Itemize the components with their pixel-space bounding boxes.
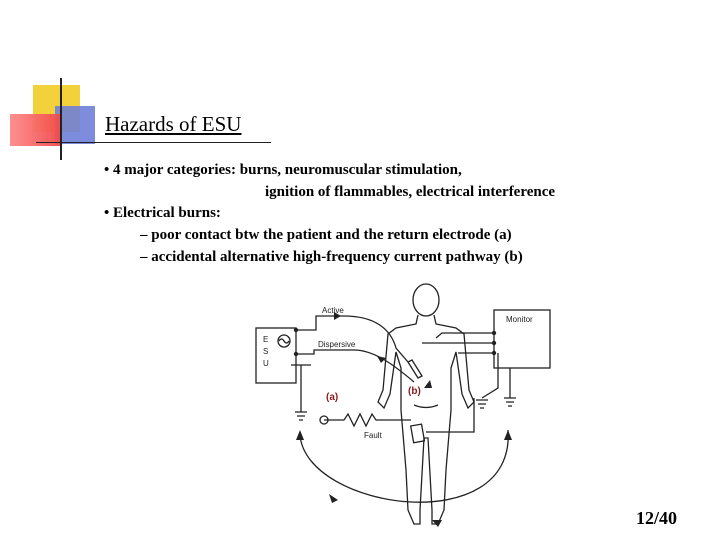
esu-capacitor [291, 364, 311, 388]
active-label: Active [322, 306, 344, 315]
fault-node [319, 415, 329, 425]
fault-label: Fault [364, 431, 383, 440]
monitor-lead-1 [435, 332, 494, 339]
decor-vertical-line [60, 78, 62, 160]
esu-ground-icon [295, 411, 307, 421]
arc-arrow-icon-3 [432, 520, 442, 527]
patient-waist [413, 404, 439, 409]
active-arrow-icon [334, 312, 341, 320]
sub-bullet-alternative-pathway: – accidental alternative high-frequency … [140, 249, 523, 265]
dispersive-label: Dispersive [318, 340, 356, 349]
esu-terminal-dot [293, 351, 299, 357]
monitor-terminal-dot [491, 350, 497, 356]
esu-terminal-dot [293, 327, 299, 333]
arc-arrow-icon-2 [329, 494, 338, 503]
monitor-ground-icon-1 [504, 397, 516, 407]
arc-arrow-icon-4 [504, 430, 512, 440]
marker-a-label: (a) [326, 392, 338, 403]
marker-b-label: (b) [408, 386, 421, 397]
bullet-categories: • 4 major categories: burns, neuromuscul… [104, 162, 462, 178]
monitor-label: Monitor [506, 315, 533, 324]
slide-title: Hazards of ESU [105, 112, 242, 136]
monitor-box [493, 309, 551, 369]
bullet-electrical-burns: • Electrical burns: [104, 205, 221, 221]
decor-horizontal-line [36, 142, 271, 143]
monitor-fault-loop [426, 398, 475, 433]
esu-label-s: S [263, 347, 268, 356]
bullet-categories-continued: ignition of flammables, electrical inter… [265, 184, 556, 200]
dispersive-lead [296, 349, 415, 383]
patient-body [377, 314, 475, 525]
active-lead [296, 315, 409, 363]
patient-head [412, 283, 440, 317]
monitor-terminal-dot [491, 340, 497, 346]
active-electrode [407, 359, 423, 379]
monitor-ground-icon-2 [476, 399, 488, 409]
monitor-terminal-dot [491, 330, 497, 336]
monitor-ground-wire-2 [481, 353, 499, 399]
esu-label-u: U [263, 359, 269, 368]
fault-resistor-path [324, 412, 411, 428]
esu-hazard-diagram: E S U Active Dispersive Monitor Fault (a… [255, 283, 551, 527]
return-electrode [409, 423, 426, 444]
sub-bullet-poor-contact: – poor contact btw the patient and the r… [140, 227, 512, 243]
arc-arrow-icon-1 [296, 430, 304, 440]
dispersive-arrow-icon [377, 356, 386, 363]
page-number: 12/40 [636, 508, 678, 528]
esu-label-e: E [263, 335, 268, 344]
pathway-arrow-icon [424, 380, 432, 388]
esu-box [255, 327, 297, 384]
ac-source-wave [278, 338, 290, 344]
decor-red-bar [10, 114, 60, 146]
ac-source-icon [277, 334, 291, 348]
current-return-arc [299, 429, 509, 503]
